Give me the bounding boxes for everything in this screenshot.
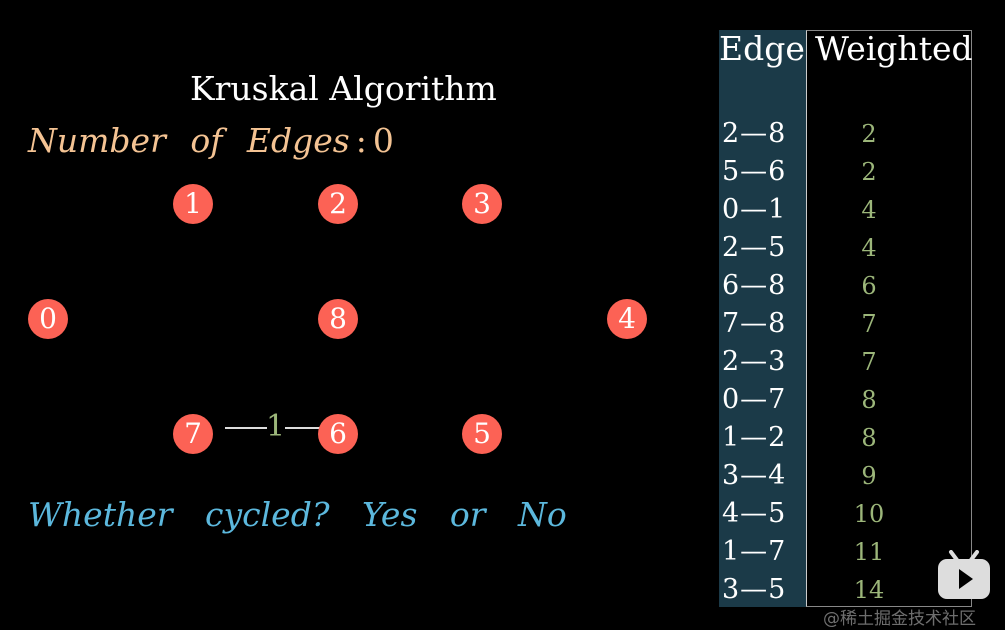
table-edge-cell: 2—8 bbox=[722, 118, 787, 149]
table-weight-cell: 11 bbox=[853, 538, 885, 566]
table-edge-cell: 6—8 bbox=[722, 270, 787, 301]
node-6: 6 bbox=[318, 414, 358, 454]
edge-count-colon: : bbox=[355, 121, 367, 160]
node-1: 1 bbox=[173, 184, 213, 224]
table-edge-cell: 5—6 bbox=[722, 156, 787, 187]
edge-7-6-line-right bbox=[285, 427, 325, 429]
table-edge-cell: 0—7 bbox=[722, 384, 787, 415]
header-edge: Edge bbox=[719, 29, 805, 68]
edge-column-background bbox=[719, 30, 806, 607]
edge-count-text: Number of Edges bbox=[28, 121, 350, 160]
table-weight-cell: 4 bbox=[861, 196, 877, 224]
table-edge-cell: 2—5 bbox=[722, 232, 787, 263]
table-weight-cell: 4 bbox=[861, 234, 877, 262]
table-edge-cell: 0—1 bbox=[722, 194, 787, 225]
table-weight-cell: 10 bbox=[853, 500, 885, 528]
bilibili-tv-play-icon bbox=[938, 550, 990, 599]
table-weight-cell: 14 bbox=[853, 576, 885, 604]
title: Kruskal Algorithm bbox=[190, 69, 497, 108]
edge-count-label: Number of Edges : 0 bbox=[28, 122, 394, 160]
edge-count-value: 0 bbox=[372, 121, 394, 160]
table-edge-cell: 1—2 bbox=[722, 422, 787, 453]
cycle-question: Whether cycled? Yes or No bbox=[28, 495, 567, 534]
node-4: 4 bbox=[607, 299, 647, 339]
node-5: 5 bbox=[462, 414, 502, 454]
watermark: @稀土掘金技术社区 bbox=[823, 609, 976, 629]
node-0: 0 bbox=[28, 299, 68, 339]
table-weight-cell: 2 bbox=[861, 158, 877, 186]
node-8: 8 bbox=[318, 299, 358, 339]
table-weight-cell: 8 bbox=[861, 386, 877, 414]
node-7: 7 bbox=[173, 414, 213, 454]
header-weighted: Weighted bbox=[815, 29, 973, 68]
table-edge-cell: 1—7 bbox=[722, 536, 787, 567]
table-edge-cell: 3—5 bbox=[722, 574, 787, 605]
table-edge-cell: 2—3 bbox=[722, 346, 787, 377]
table-weight-cell: 2 bbox=[861, 120, 877, 148]
table-weight-cell: 9 bbox=[861, 462, 877, 490]
table-weight-cell: 8 bbox=[861, 424, 877, 452]
table-weight-cell: 6 bbox=[861, 272, 877, 300]
table-edge-cell: 7—8 bbox=[722, 308, 787, 339]
node-3: 3 bbox=[462, 184, 502, 224]
table-weight-cell: 7 bbox=[861, 348, 877, 376]
table-edge-cell: 4—5 bbox=[722, 498, 787, 529]
table-weight-cell: 7 bbox=[861, 310, 877, 338]
weight-column-border bbox=[806, 30, 972, 607]
node-2: 2 bbox=[318, 184, 358, 224]
edge-weight-label: 1 bbox=[266, 409, 286, 444]
edge-7-6-line-left bbox=[225, 427, 267, 429]
table-edge-cell: 3—4 bbox=[722, 460, 787, 491]
